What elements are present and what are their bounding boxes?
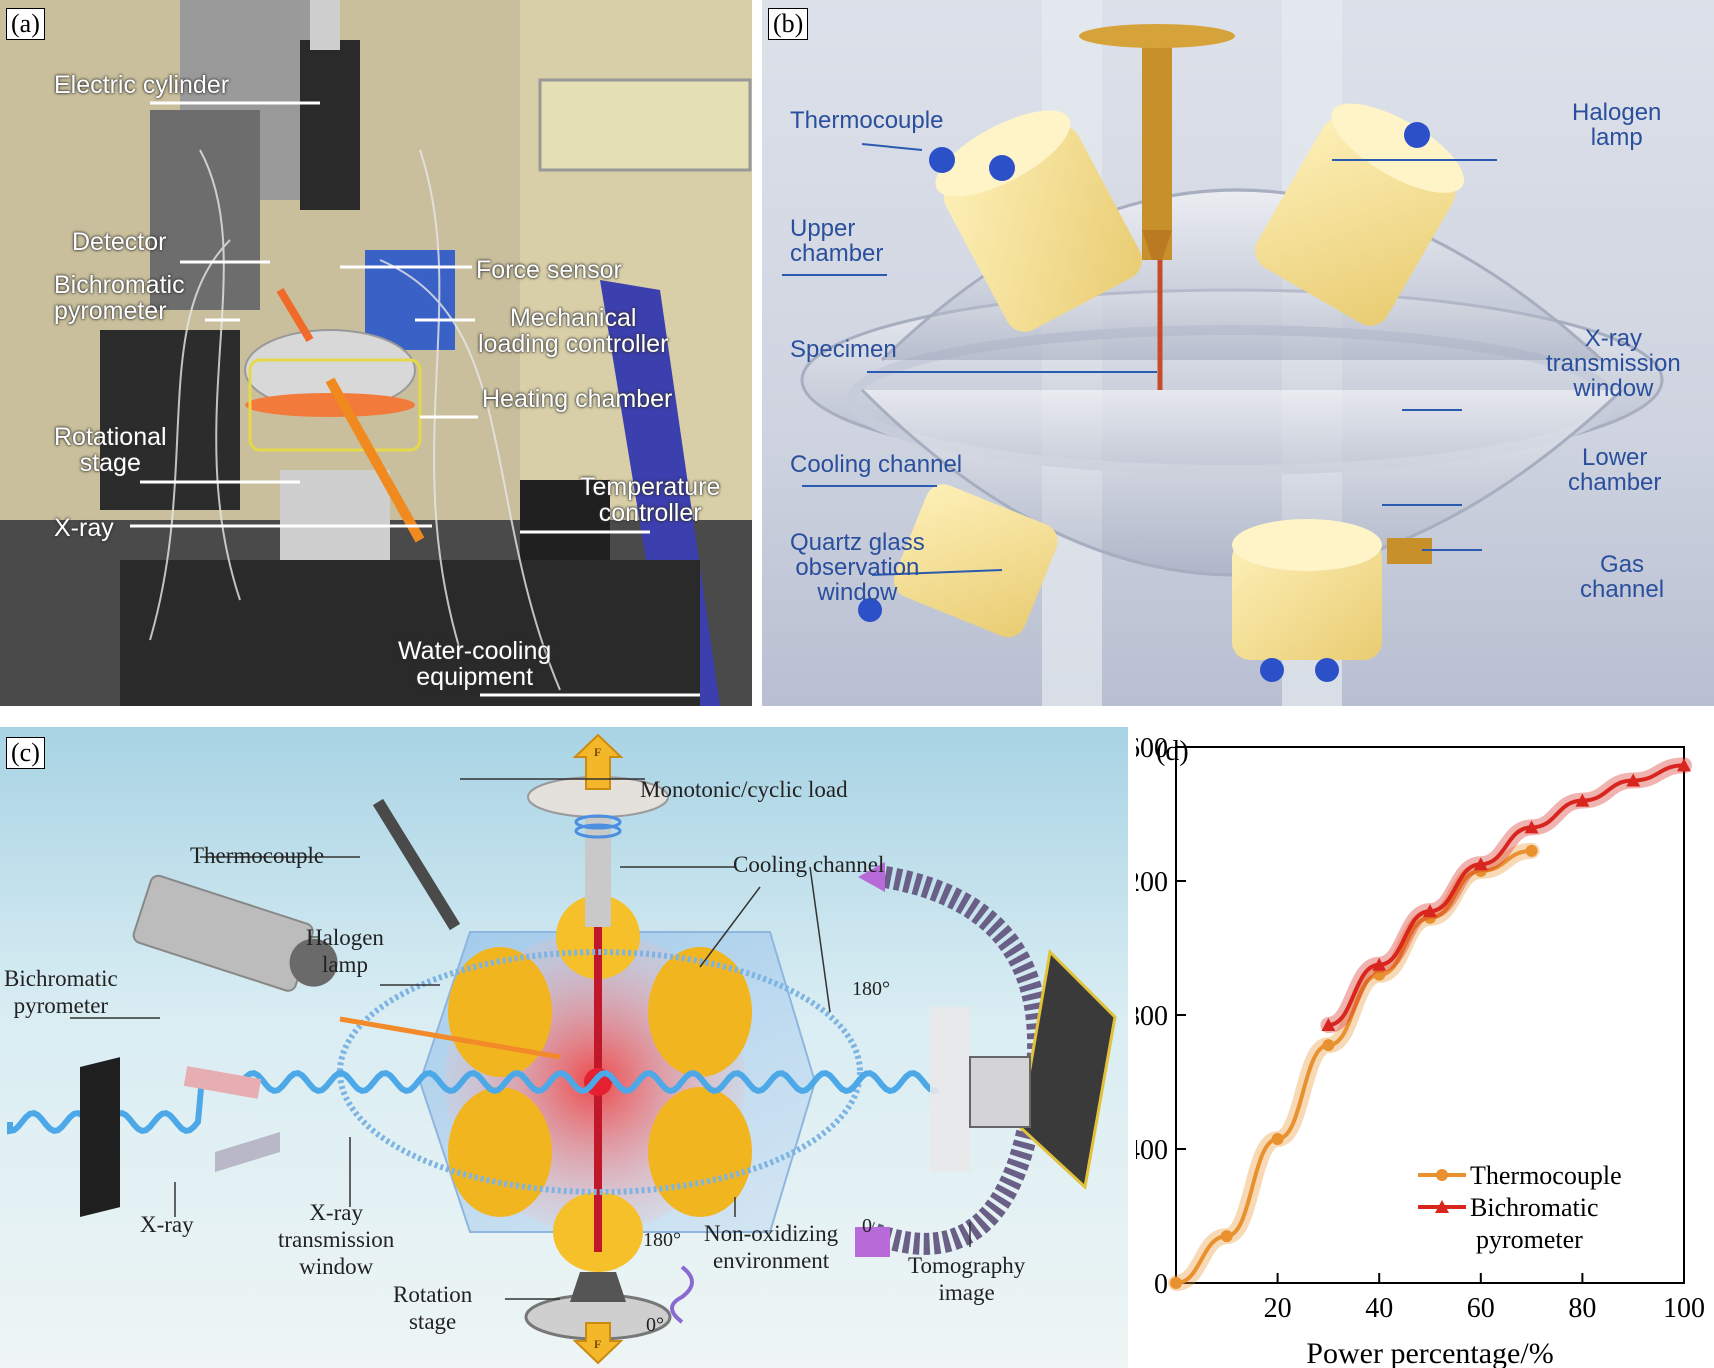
- callout-electric-cylinder: Electric cylinder: [54, 71, 230, 99]
- data-point-0-7: [1525, 844, 1538, 857]
- y-tick-label: 800: [1136, 1001, 1168, 1032]
- x-tick-label: 60: [1467, 1293, 1495, 1324]
- panel-d-label: (d): [1156, 736, 1189, 767]
- force-symbol-top: F: [594, 745, 602, 759]
- legend-label-1: Bichromatic: [1470, 1193, 1599, 1222]
- callout-upper-chamber: Upper chamber: [790, 215, 884, 267]
- callout-force-sensor: Force sensor: [476, 256, 622, 284]
- angle-180-top: 180°: [852, 978, 890, 1000]
- panel-a-photo: (a) Electric cylinder Detector Bichromat…: [0, 0, 752, 706]
- setup-photo-illustration: [0, 0, 752, 706]
- data-point-1-4: [1524, 820, 1539, 834]
- angle-180-bottom: 180°: [643, 1229, 681, 1251]
- data-point-0-4: [1373, 968, 1386, 981]
- callout-cooling-channel-c: Cooling channel: [733, 852, 885, 877]
- force-symbol-bottom: F: [594, 1337, 602, 1351]
- callout-halogen-lamp: Halogen lamp: [1572, 99, 1662, 151]
- x-tick-label: 80: [1568, 1293, 1596, 1324]
- panel-b-label: (b): [768, 8, 809, 40]
- data-point-0-3: [1322, 1039, 1335, 1052]
- callout-rotation-stage: Rotation stage: [393, 1282, 473, 1334]
- panel-b-chamber-render: (b) Thermocouple Halogen lamp Upper cham…: [762, 0, 1714, 706]
- data-point-1-1: [1372, 957, 1387, 971]
- callout-temperature-controller: Temperature controller: [580, 473, 721, 527]
- legend-label-0: Thermocouple: [1470, 1161, 1622, 1190]
- panel-a-label: (a): [6, 8, 45, 40]
- y-tick-label: 400: [1136, 1135, 1168, 1166]
- callout-x-ray-c: X-ray: [140, 1212, 194, 1237]
- data-point-0-0: [1170, 1277, 1182, 1289]
- callout-xray-window-c: X-ray transmission window: [278, 1200, 395, 1279]
- data-point-1-2: [1423, 904, 1437, 918]
- data-point-1-3: [1473, 857, 1488, 871]
- y-tick-label: 1200: [1136, 867, 1168, 898]
- data-point-0-2: [1271, 1132, 1284, 1145]
- angle-0-bottom: 0°: [646, 1314, 664, 1336]
- callout-monotonic-load: Monotonic/cyclic load: [640, 777, 848, 802]
- callout-non-oxidizing: Non-oxidizing environment: [704, 1221, 839, 1273]
- data-point-0-1: [1220, 1230, 1233, 1243]
- angle-0-right: 0: [862, 1215, 872, 1237]
- callout-bichromatic-pyrometer-c: Bichromatic pyrometer: [4, 966, 118, 1018]
- callout-lower-chamber: Lower chamber: [1568, 444, 1662, 496]
- series-line-1: [1328, 763, 1685, 1028]
- legend-marker-1: [1435, 1200, 1449, 1213]
- series-line-0: [1175, 848, 1532, 1285]
- chamber-render-illustration: [782, 0, 1664, 706]
- x-axis-label: Power percentage/%: [1306, 1337, 1553, 1368]
- panel-c-schematic: (c) F Monotonic/cyclic load Thermocouple…: [0, 727, 1128, 1368]
- callout-thermocouple: Thermocouple: [790, 107, 944, 134]
- callout-tomography-image: Tomography image: [908, 1253, 1026, 1305]
- callout-xray-window: X-ray transmission window: [1546, 325, 1681, 402]
- callout-thermocouple-c: Thermocouple: [190, 843, 325, 868]
- callout-specimen: Specimen: [790, 336, 897, 363]
- callout-cooling-channel: Cooling channel: [790, 451, 963, 478]
- data-point-1-5: [1575, 793, 1590, 807]
- schematic-illustration: [7, 733, 1117, 1365]
- series-band-1: [1320, 757, 1692, 1034]
- callout-mechanical-loading-controller: Mechanical loading controller: [478, 304, 669, 358]
- callout-rotational-stage: Rotational stage: [54, 423, 167, 477]
- callout-water-cooling-equipment: Water-cooling equipment: [398, 637, 552, 691]
- data-point-1-7: [1677, 758, 1691, 772]
- x-tick-label: 20: [1264, 1293, 1292, 1324]
- callout-heating-chamber: Heating chamber: [482, 385, 673, 413]
- callout-x-ray: X-ray: [54, 514, 114, 542]
- callout-bichromatic-pyrometer: Bichromatic pyrometer: [54, 271, 185, 325]
- x-tick-label: 100: [1663, 1293, 1705, 1324]
- panel-c-label: (c): [6, 737, 45, 769]
- callout-detector: Detector: [72, 228, 167, 256]
- y-tick-label: 0: [1154, 1269, 1168, 1300]
- legend-marker-0: [1436, 1169, 1448, 1181]
- y-tick-label: 1600: [1136, 733, 1168, 764]
- x-tick-label: 40: [1365, 1293, 1393, 1324]
- callout-halogen-lamp-c: Halogen lamp: [306, 925, 384, 977]
- legend-label-1: pyrometer: [1476, 1225, 1583, 1254]
- callout-quartz-window: Quartz glass observation window: [790, 529, 925, 606]
- data-point-1-6: [1626, 773, 1641, 787]
- data-point-1-0: [1321, 1018, 1336, 1032]
- callout-gas-channel: Gas channel: [1580, 551, 1665, 603]
